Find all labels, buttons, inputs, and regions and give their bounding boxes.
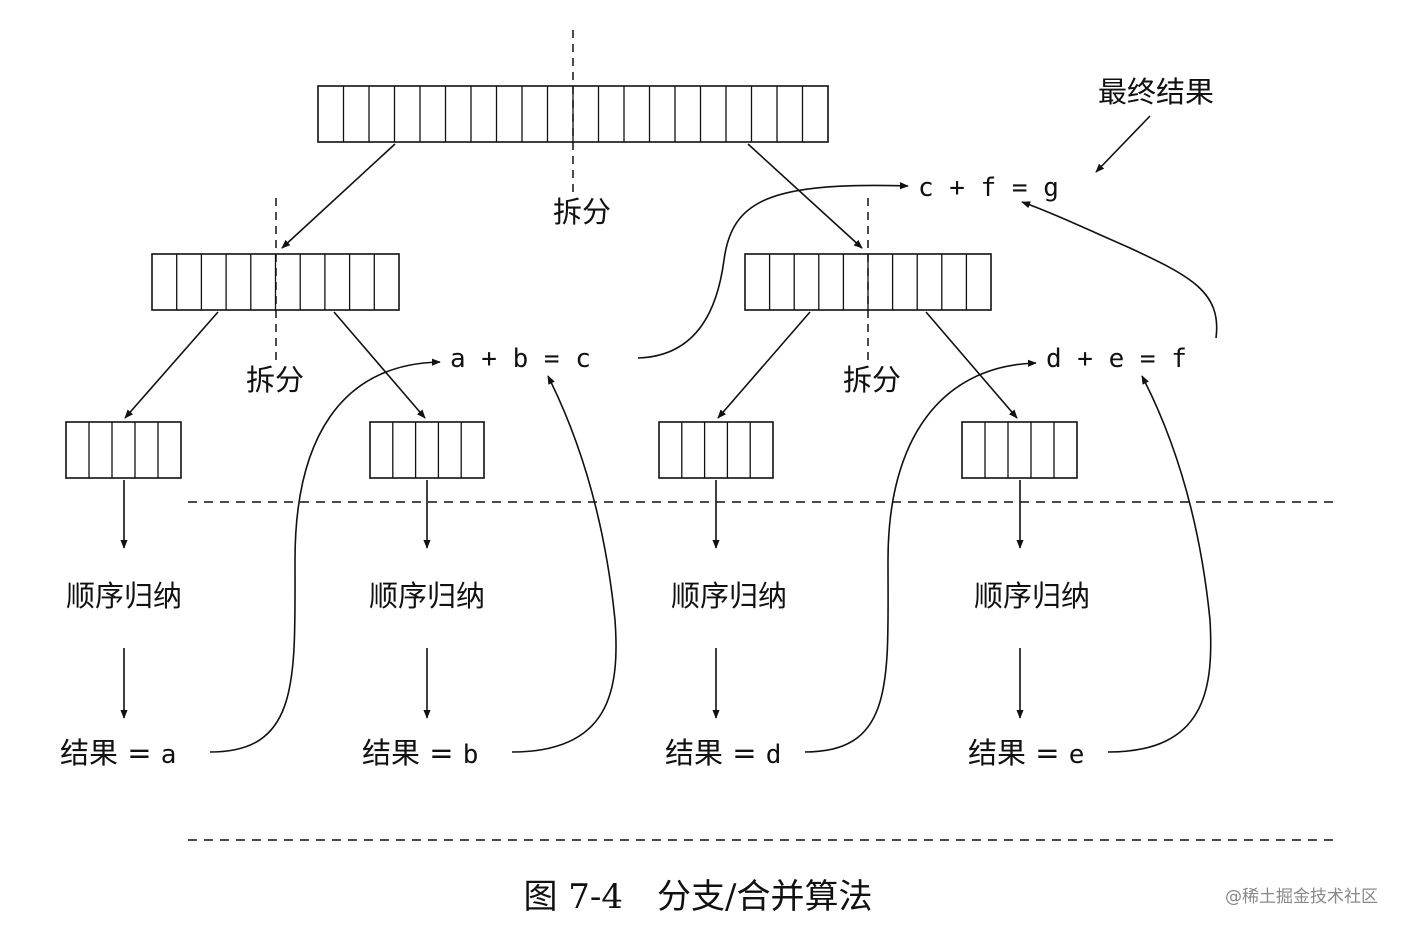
- split-label-right: 拆分: [843, 363, 901, 397]
- arrow-split-root-left: [281, 143, 396, 249]
- merge-curve-f: [1021, 201, 1218, 339]
- arrow-split-root-right: [747, 143, 863, 249]
- equation-right: d + e = f: [1046, 344, 1187, 374]
- sequential-reduce-label: 顺序归纳: [369, 579, 485, 613]
- merge-curve-a: [209, 358, 441, 753]
- leaf-column-1: 顺序归纳 结果 = a: [60, 480, 182, 770]
- array-frame: [961, 421, 1078, 479]
- watermark: @稀土掘金技术社区: [1225, 887, 1378, 907]
- arrow-split-left-1: [124, 311, 219, 419]
- leaf-column-3: 顺序归纳 结果 = d: [665, 480, 787, 770]
- arrow-split-right-1: [717, 311, 811, 419]
- sequential-reduce-label: 顺序归纳: [66, 579, 182, 613]
- result-label: 结果 = e: [968, 736, 1084, 770]
- result-label: 结果 = a: [60, 736, 176, 770]
- split-label-left: 拆分: [246, 363, 304, 397]
- arrow-split-right-2: [925, 311, 1018, 419]
- result-label: 结果 = d: [665, 736, 781, 770]
- array-frame: [369, 421, 485, 479]
- merge-curve-c: [637, 182, 909, 359]
- sequential-reduce-label: 顺序归纳: [974, 579, 1090, 613]
- merge-curve-b: [511, 375, 617, 753]
- final-result-label: 最终结果: [1098, 75, 1214, 109]
- sequential-reduce-label: 顺序归纳: [671, 579, 787, 613]
- arrow-final-result: [1095, 115, 1151, 173]
- merge-curve-d: [804, 359, 1037, 753]
- leaf-array-2: [369, 421, 485, 479]
- arrow-split-left-2: [333, 311, 426, 419]
- array-frame: [658, 421, 774, 479]
- figure-caption: 图 7-4 分支/合并算法: [523, 877, 872, 917]
- array-frame: [65, 421, 182, 479]
- merge-curve-e: [1107, 375, 1212, 753]
- leaf-column-4: 顺序归纳 结果 = e: [968, 480, 1090, 770]
- result-label: 结果 = b: [362, 736, 478, 770]
- leaf-array-1: [65, 421, 182, 479]
- split-label-root: 拆分: [553, 195, 611, 229]
- leaf-array-3: [658, 421, 774, 479]
- equation-left: a + b = c: [450, 344, 591, 374]
- leaf-column-2: 顺序归纳 结果 = b: [362, 480, 485, 770]
- leaf-array-4: [961, 421, 1078, 479]
- equation-final: c + f = g: [918, 173, 1059, 203]
